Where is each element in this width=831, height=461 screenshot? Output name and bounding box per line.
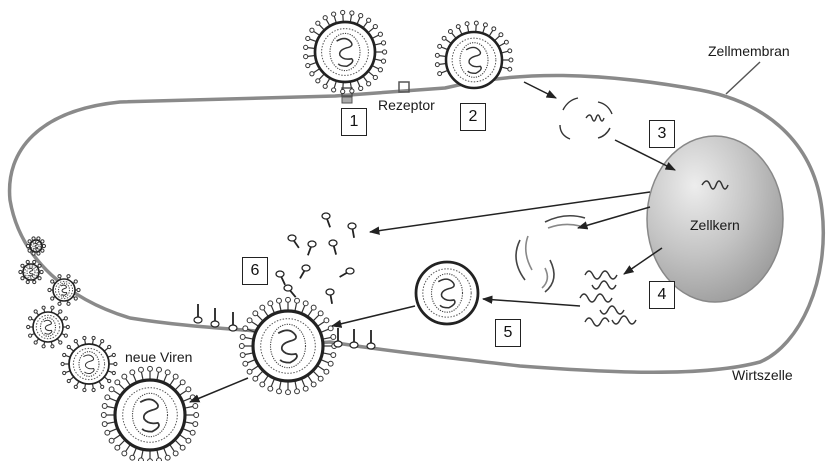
nucleus-label: Zellkern (690, 217, 740, 233)
glycoprotein-1 (287, 234, 300, 249)
virus-released-large (100, 365, 200, 461)
new-viruses-label: neue Viren (125, 349, 193, 365)
arrow-5-to-budding (330, 305, 416, 328)
arrow-2-to-3 (523, 81, 557, 99)
virus-assembled (414, 260, 480, 326)
membrane-glycoprotein-3 (333, 328, 343, 348)
glycoprotein-5 (299, 264, 311, 279)
membrane-label: Zellmembran (708, 43, 790, 59)
arrow-nucleus-to-4 (623, 247, 663, 275)
membrane-glycoprotein-2 (228, 312, 238, 332)
glycoprotein-6 (283, 284, 297, 298)
flow-arrows (189, 81, 676, 403)
step-2-box: 2 (460, 103, 486, 131)
virus-released-3 (26, 305, 70, 349)
membrane-glycoprotein-0 (193, 304, 203, 324)
receptor-2 (398, 81, 410, 93)
arrow-budding-to-release (189, 377, 249, 403)
arrow-3-to-nucleus (614, 139, 676, 171)
arrow-nucleus-to-6 (368, 191, 651, 235)
receptor-label: Rezeptor (378, 97, 435, 113)
virus-released-4 (60, 335, 118, 393)
virus-released-1 (18, 259, 44, 285)
glycoprotein-3 (307, 240, 317, 256)
virus-released-2 (47, 274, 81, 306)
glycoprotein-2 (347, 222, 357, 238)
host-cell-label: Wirtszelle (732, 367, 793, 383)
membrane-glycoprotein-4 (349, 329, 359, 349)
membrane-glycoprotein-1 (210, 308, 220, 328)
glycoprotein-9 (275, 270, 286, 286)
membrane-glycoprotein-5 (366, 330, 376, 350)
membrane-label-line (725, 61, 761, 95)
step-1-box: 1 (341, 108, 367, 136)
virus-attaching (303, 9, 388, 95)
step-5-box: 5 (495, 319, 521, 347)
step-6-box: 6 (242, 257, 268, 285)
step-3-box: 3 (649, 120, 675, 148)
virus-entering (434, 20, 514, 90)
capsid-fragments (515, 214, 586, 293)
nucleus (646, 135, 784, 303)
virus-released-0 (25, 236, 47, 256)
replicated-rna (579, 270, 637, 327)
uncoated-rna (559, 97, 613, 140)
step-4-box: 4 (649, 281, 675, 309)
cell-membrane (7, 73, 825, 374)
arrow-nucleus-to-fragments (576, 206, 651, 230)
glycoprotein-0 (321, 212, 331, 228)
arrow-rna-to-5 (481, 295, 581, 307)
virus-budding (238, 296, 338, 396)
glycoprotein-8 (325, 288, 335, 304)
glycoprotein-4 (328, 239, 338, 255)
glycoprotein-7 (339, 267, 355, 278)
nucleus-rna (701, 180, 729, 190)
